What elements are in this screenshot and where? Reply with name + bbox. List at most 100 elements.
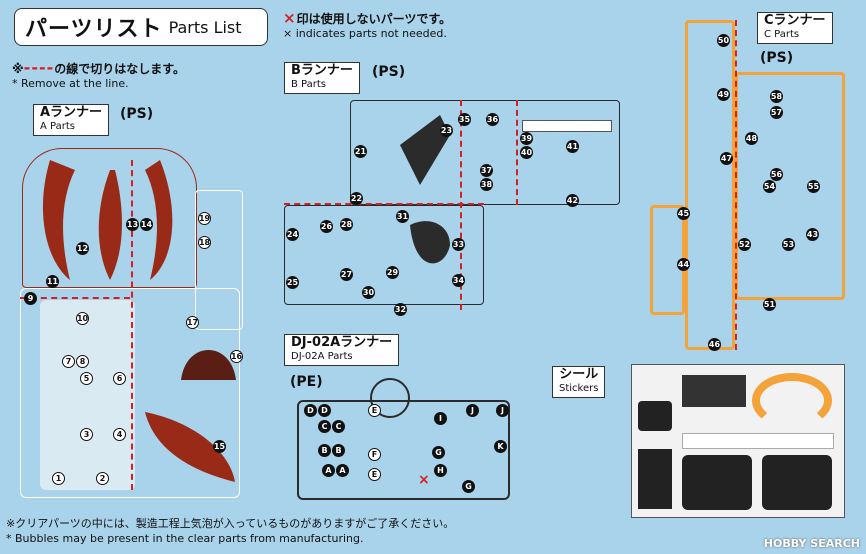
part-number: 7 — [62, 355, 75, 368]
a-runner-label: Aランナー A Parts — [33, 104, 110, 136]
part-number: 38 — [480, 178, 493, 191]
a-runner-wing-part — [145, 412, 235, 482]
part-number: I — [434, 412, 447, 425]
part-number: A — [336, 464, 349, 477]
part-number: 49 — [717, 88, 730, 101]
dj-runner-name-en: DJ-02A Parts — [291, 351, 353, 362]
dj-runner-name-jp: DJ-02Aランナー — [291, 335, 393, 350]
part-number: 3 — [80, 428, 93, 441]
cut-note-jp: の線で切りはなします。 — [54, 62, 186, 76]
c-runner-cut-line — [735, 20, 737, 350]
b-runner-label: Bランナー B Parts — [284, 62, 360, 94]
watermark-logo: HOBBY SEARCH — [763, 537, 860, 550]
part-number: 23 — [440, 124, 453, 137]
part-number: D — [318, 404, 331, 417]
stickers-name-en: Stickers — [559, 383, 599, 394]
part-number: E — [368, 468, 381, 481]
part-number: C — [318, 420, 331, 433]
part-number: 57 — [770, 106, 783, 119]
a-runner-red-parts — [42, 160, 173, 280]
part-number: 50 — [717, 34, 730, 47]
part-number: C — [332, 420, 345, 433]
part-number: 28 — [340, 218, 353, 231]
b-runner-lower-frame — [284, 205, 484, 305]
part-number: 10 — [76, 312, 89, 325]
title-jp: パーツリスト — [25, 17, 163, 42]
part-number: 36 — [486, 113, 499, 126]
part-number: 12 — [76, 242, 89, 255]
c-runner-frame — [735, 72, 845, 300]
footer-en: * Bubbles may be present in the clear pa… — [6, 532, 364, 545]
part-number: 56 — [770, 168, 783, 181]
unused-note-jp: 印は使用しないパーツです。 — [296, 12, 452, 26]
b-runner-tag — [522, 120, 612, 132]
part-number: 47 — [720, 152, 733, 165]
part-number: 6 — [113, 372, 126, 385]
part-number: 17 — [186, 316, 199, 329]
b-runner-cut-line-h — [284, 203, 484, 205]
part-number: 41 — [566, 140, 579, 153]
a-runner-name-en: A Parts — [40, 121, 75, 132]
part-number: 1 — [52, 472, 65, 485]
part-number: 52 — [738, 238, 751, 251]
sticker-sheet — [631, 364, 845, 518]
part-number: 37 — [480, 164, 493, 177]
part-number: 51 — [763, 298, 776, 311]
a-runner-red-frame — [22, 148, 197, 288]
part-number: 8 — [76, 355, 89, 368]
part-number: 24 — [286, 228, 299, 241]
part-number: 16 — [230, 350, 243, 363]
part-number: 14 — [140, 218, 153, 231]
part-number: H — [434, 464, 447, 477]
b-runner-cut-line — [460, 100, 462, 310]
sticker-body-right — [762, 455, 832, 510]
dj-runner-material: (PE) — [290, 374, 323, 390]
part-number: 25 — [286, 276, 299, 289]
part-number: J — [496, 404, 509, 417]
part-number: 44 — [677, 258, 690, 271]
b-runner-name-jp: Bランナー — [291, 63, 353, 78]
part-number: A — [322, 464, 335, 477]
part-number: 46 — [708, 338, 721, 351]
sticker-orange-ring — [752, 373, 832, 428]
part-number: K — [494, 440, 507, 453]
part-number: 13 — [126, 218, 139, 231]
c-runner-name-en: C Parts — [764, 29, 800, 40]
sticker-face — [638, 401, 672, 431]
sticker-strip — [638, 449, 672, 509]
b-runner-material: (PS) — [372, 64, 406, 80]
a-runner-name-jp: Aランナー — [40, 105, 103, 120]
part-number: 48 — [745, 132, 758, 145]
parts-list-title: パーツリスト Parts List — [14, 8, 268, 46]
part-number: 55 — [807, 180, 820, 193]
part-number: J — [466, 404, 479, 417]
b-runner-cut-line-2 — [516, 100, 518, 205]
part-number: 35 — [458, 113, 471, 126]
part-number: 29 — [386, 266, 399, 279]
unused-x-mark: × — [418, 472, 431, 488]
part-number: E — [368, 404, 381, 417]
part-number: 26 — [320, 220, 333, 233]
cut-mark: ---- — [23, 58, 55, 77]
stickers-name-jp: シール — [559, 367, 599, 382]
a-runner-clear-parts — [40, 300, 135, 490]
cut-note: ※----の線で切りはなします。 * Remove at the line. — [12, 58, 185, 91]
a-runner-mask-part — [181, 350, 236, 380]
c-runner-label: Cランナー C Parts — [757, 12, 833, 44]
part-number: 34 — [452, 274, 465, 287]
a-runner-cut-line-v — [131, 160, 133, 490]
unused-note: ×印は使用しないパーツです。 × indicates parts not nee… — [283, 8, 451, 41]
a-runner-clear-frame — [20, 288, 240, 498]
part-number: 11 — [46, 275, 59, 288]
part-number: 22 — [350, 192, 363, 205]
title-en: Parts List — [168, 17, 242, 37]
sticker-white-strip — [682, 433, 834, 449]
part-number: 27 — [340, 268, 353, 281]
a-runner-cut-line — [20, 297, 130, 299]
part-number: 15 — [213, 440, 226, 453]
stickers-label: シール Stickers — [552, 366, 606, 398]
part-number: 54 — [763, 180, 776, 193]
part-number: 32 — [394, 303, 407, 316]
part-number: B — [332, 444, 345, 457]
footer-jp: ※クリアパーツの中には、製造工程上気泡が入っているものがありますがご了承ください… — [6, 517, 455, 530]
